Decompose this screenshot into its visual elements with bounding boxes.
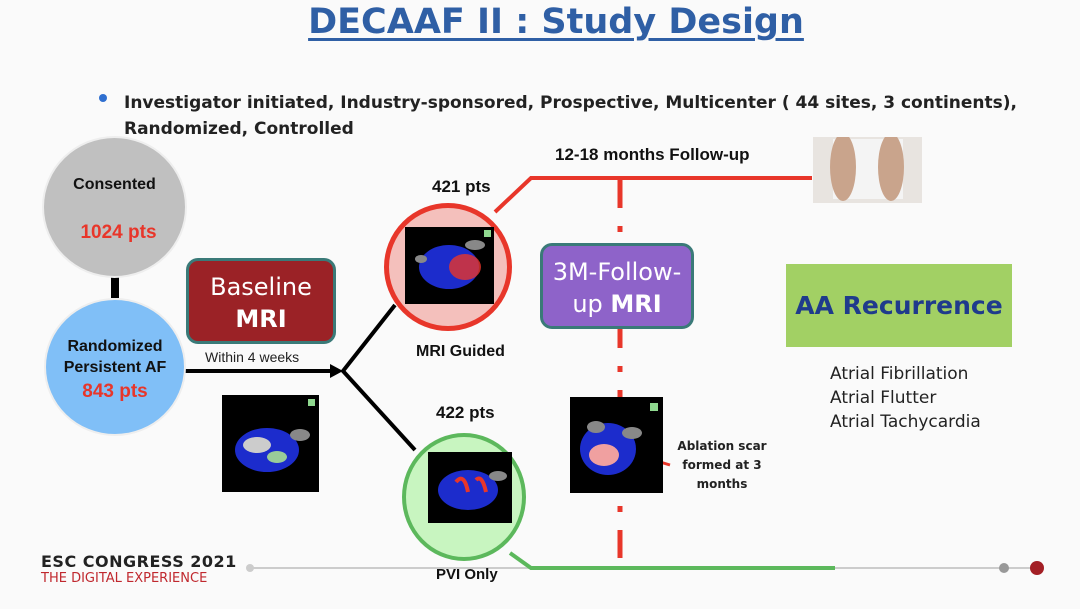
followup-mri-label-bold: MRI	[610, 290, 662, 318]
timeline-dot-active	[1030, 561, 1044, 575]
outcome-item: Atrial Flutter	[830, 388, 937, 408]
study-description: Investigator initiated, Industry-sponsor…	[124, 93, 1017, 139]
baseline-label: Baseline	[210, 273, 312, 301]
footer-subtitle: THE DIGITAL EXPERIENCE	[41, 571, 208, 586]
pvi-arm-count: 422 pts	[436, 403, 495, 422]
baseline-scan-image	[222, 395, 319, 492]
connector	[111, 276, 119, 298]
timeline-dot	[999, 563, 1009, 573]
baseline-mri-label: MRI	[235, 305, 287, 333]
mri-arm-label: MRI Guided	[416, 343, 505, 360]
consented-label: Consented	[73, 176, 156, 193]
randomized-count: 843 pts	[82, 381, 148, 402]
handheld-ecg-photo	[813, 133, 922, 203]
consented-count: 1024 pts	[80, 222, 157, 243]
randomized-label-1: Randomized	[67, 338, 163, 355]
outcome-list: Atrial Fibrillation Atrial Flutter Atria…	[830, 362, 981, 434]
mri-arm-count: 421 pts	[432, 177, 491, 196]
outcome-item: Atrial Fibrillation	[830, 364, 969, 384]
consented-circle: Consented 1024 pts	[42, 136, 187, 278]
baseline-mri-box: Baseline MRI	[186, 258, 336, 344]
followup-mri-box: 3M-Follow- up MRI	[540, 243, 694, 329]
outcome-item: Atrial Tachycardia	[830, 412, 981, 432]
arrow-head	[330, 364, 343, 378]
bullet-icon	[99, 94, 107, 102]
followup-mri-label-2: up	[572, 290, 611, 318]
scar-note: Ablation scar formed at 3 months	[677, 439, 767, 491]
branch-lines	[340, 303, 417, 452]
randomized-circle: Randomized Persistent AF 843 pts	[44, 298, 186, 436]
outcome-box: AA Recurrence	[786, 264, 1012, 347]
pvi-arm-line	[508, 551, 835, 570]
timeline-dot	[246, 564, 254, 572]
followup-label: 12-18 months Follow-up	[555, 145, 750, 164]
scar-scan-image	[570, 397, 663, 493]
mri-guided-scan-image	[405, 227, 494, 304]
mri-arm-line	[493, 176, 812, 214]
footer-congress: ESC CONGRESS 2021	[41, 552, 237, 571]
page-title: DECAAF II : Study Design	[308, 2, 804, 42]
followup-mri-label: 3M-Follow-	[552, 258, 682, 286]
pvi-scan-image	[428, 452, 512, 523]
timing-label: Within 4 weeks	[205, 349, 300, 365]
randomized-label-2: Persistent AF	[63, 359, 167, 376]
pvi-arm-label: PVI Only	[436, 566, 498, 583]
